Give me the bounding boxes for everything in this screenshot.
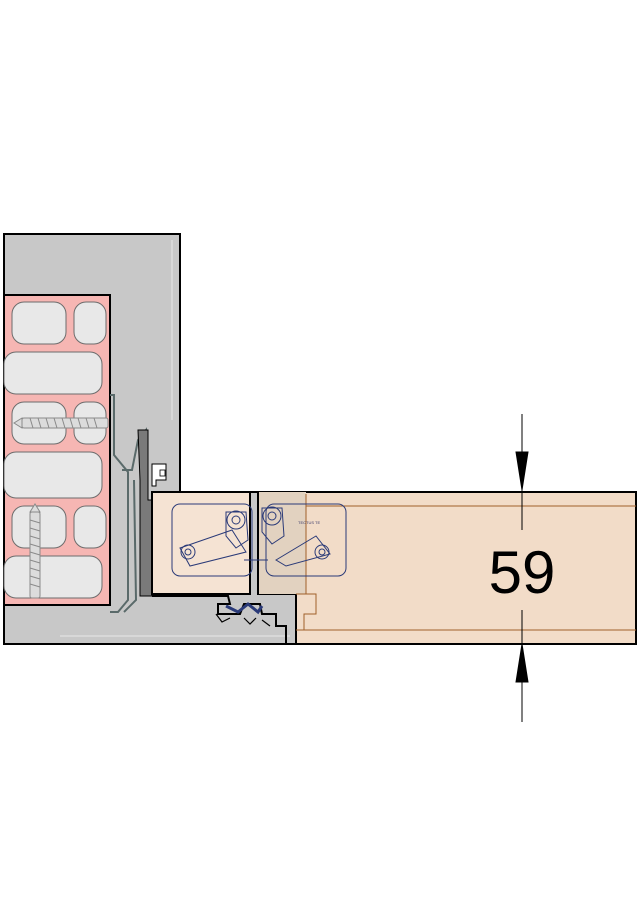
brick: [3, 555, 103, 599]
wall-screw-icon: [13, 417, 109, 429]
seal-detail: [215, 613, 271, 627]
door-leaf: [257, 491, 637, 645]
dimension-arrow-up-icon: [515, 643, 529, 683]
brick: [3, 351, 103, 395]
concealed-hinge-icon: [171, 503, 347, 577]
dimension: [515, 414, 529, 722]
seal-gasket: [225, 602, 264, 615]
frame-clip-inner: [159, 469, 166, 477]
door-leaf-body: [257, 491, 637, 645]
dimension-arrow-down-icon: [515, 451, 529, 491]
brick: [3, 451, 103, 499]
brick: [73, 301, 107, 345]
brick: [73, 505, 107, 549]
seal-profile: [152, 595, 287, 644]
brick-mortar: [3, 294, 111, 606]
door-rebate: [258, 492, 306, 594]
wall-screw-icon: [29, 503, 41, 599]
dimension-label: 59: [489, 539, 556, 606]
brick: [11, 301, 67, 345]
frame-clip: [151, 463, 167, 487]
frame-block: [151, 491, 251, 595]
hinge-marking: TECTUS TE: [298, 520, 320, 525]
brick-wall: [3, 294, 111, 606]
